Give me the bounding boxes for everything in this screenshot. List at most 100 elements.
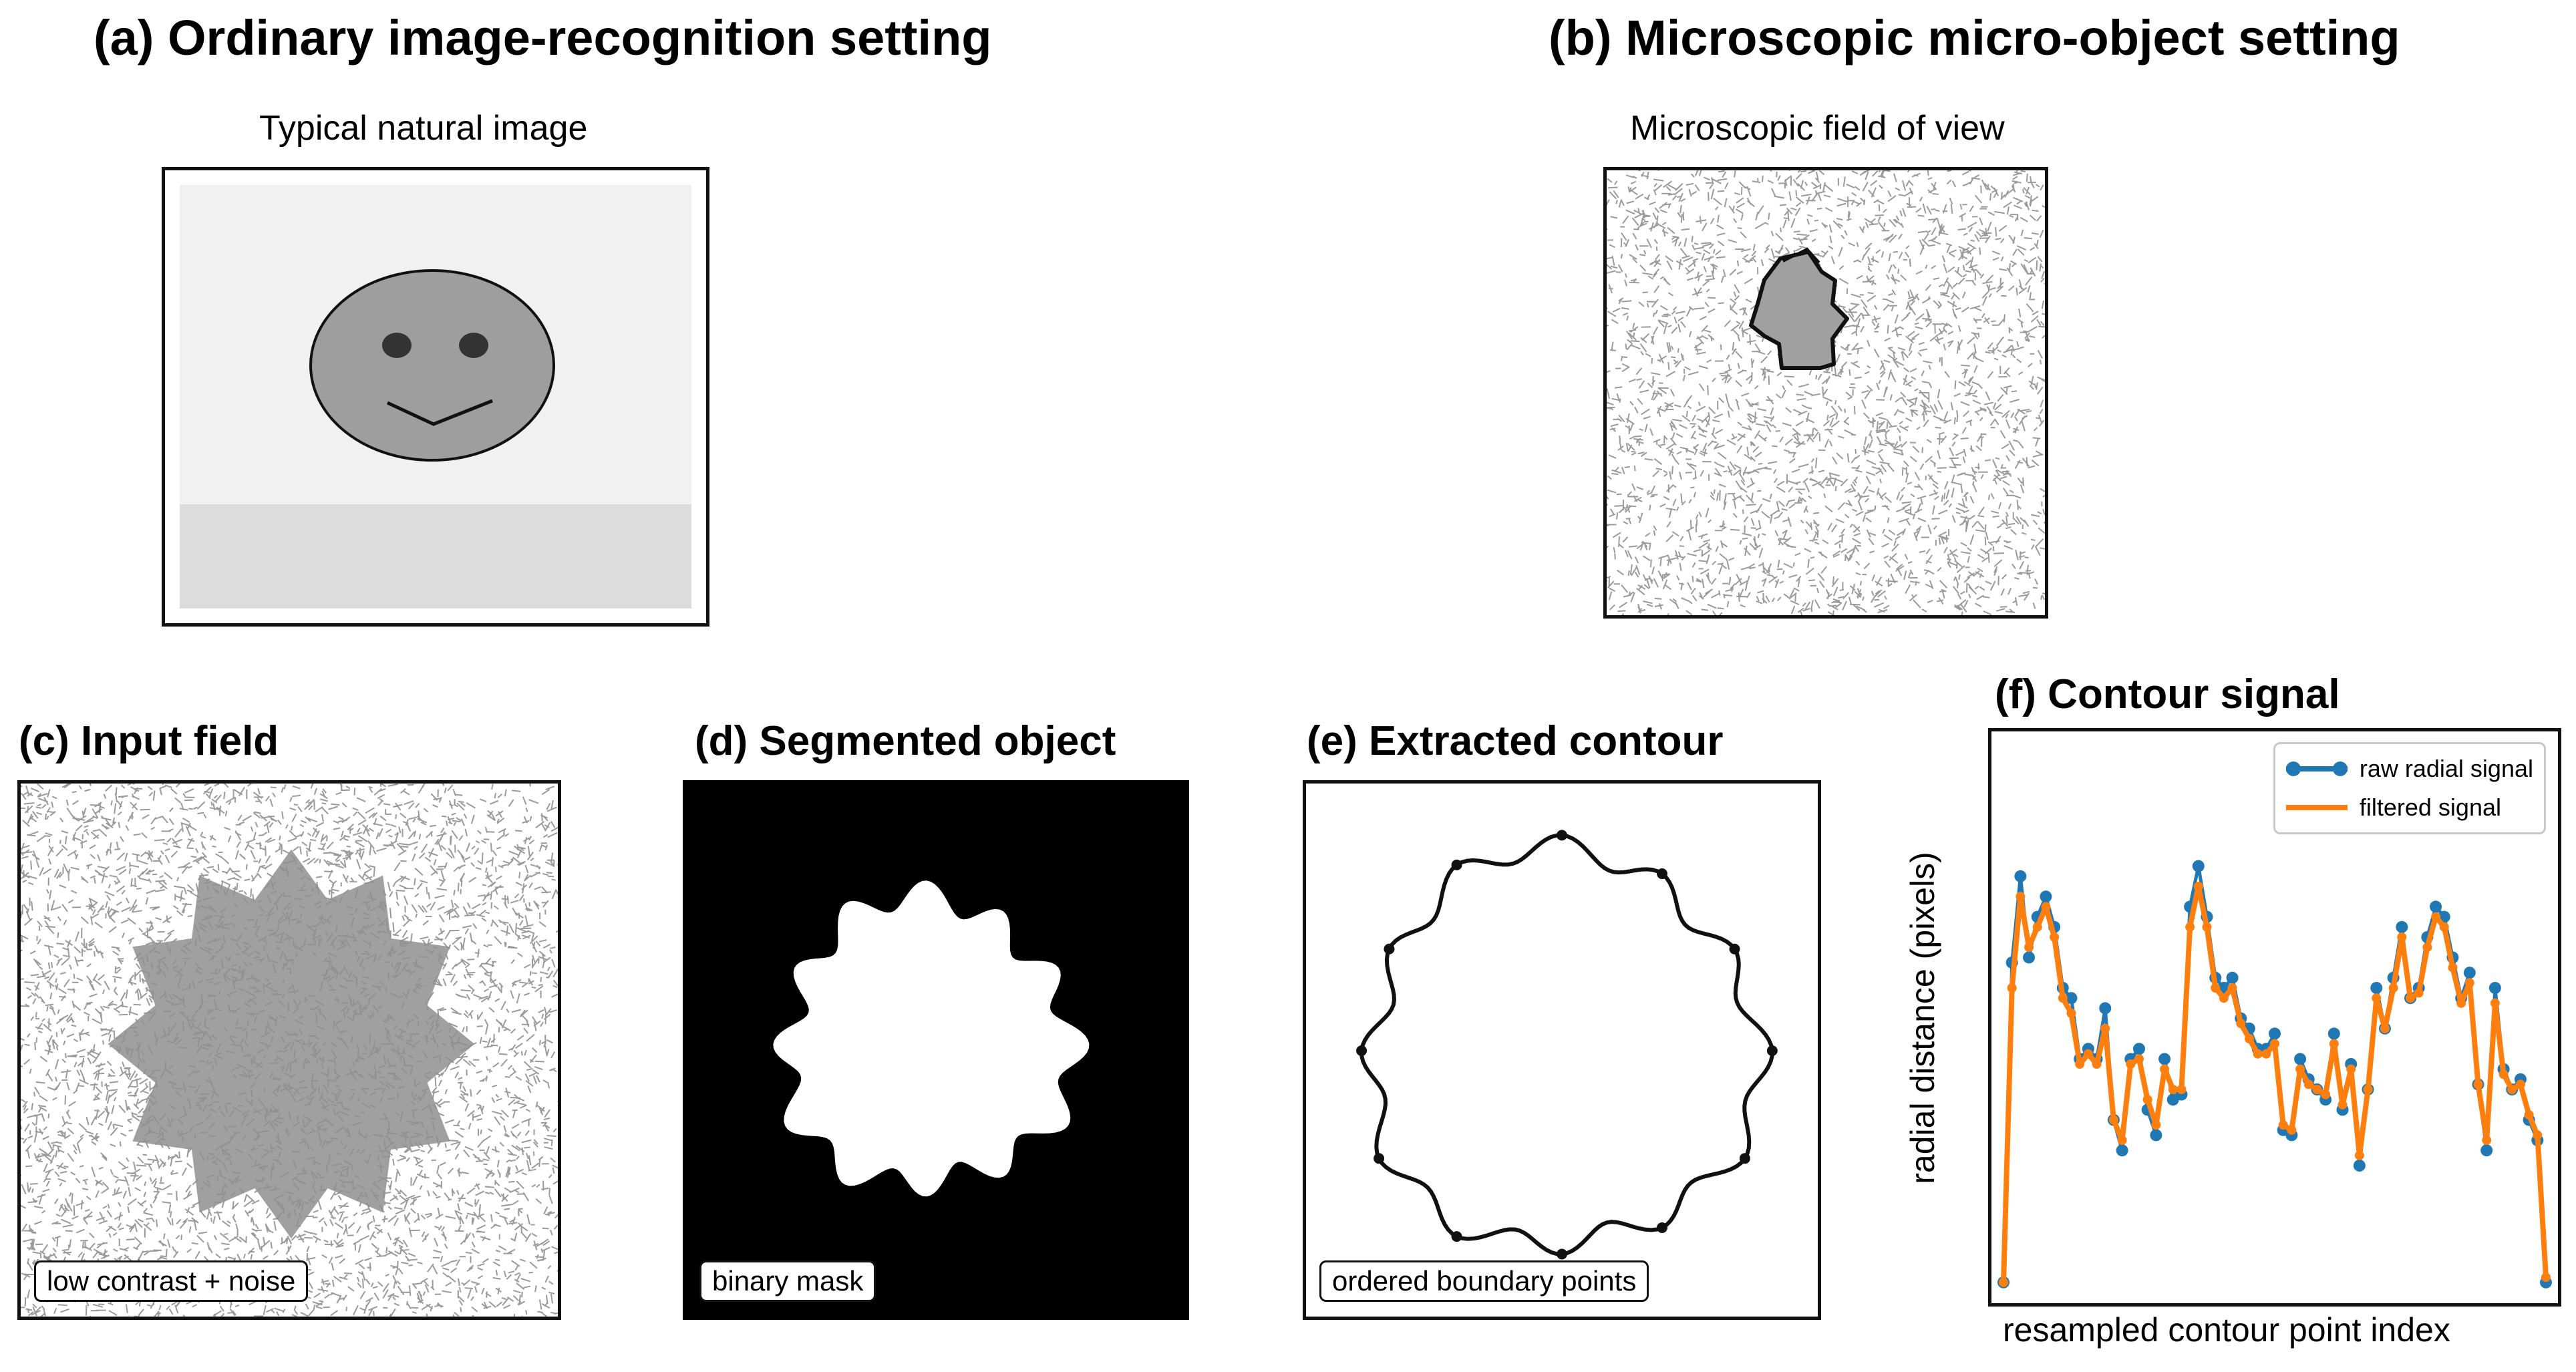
filtered-signal-point <box>2236 1019 2246 1029</box>
panel-e-tag: ordered boundary points <box>1319 1260 1649 1302</box>
micro-object <box>1749 250 1849 370</box>
natural-image-frame <box>162 167 709 627</box>
filtered-signal-point <box>2253 1049 2263 1059</box>
filtered-signal-point <box>2278 1120 2288 1130</box>
smiley-right-eye <box>459 333 488 358</box>
filtered-signal-point <box>2066 1009 2076 1018</box>
filtered-signal-point <box>2142 1095 2152 1105</box>
filtered-signal-point <box>2499 1069 2509 1079</box>
raw-signal-point <box>2023 951 2036 964</box>
contour-signal-chart <box>1997 860 2552 1289</box>
filtered-signal-point <box>2151 1120 2161 1130</box>
filtered-signal-point <box>2032 922 2042 932</box>
star-object <box>108 849 475 1239</box>
raw-signal-point <box>2150 1129 2162 1142</box>
noise-texture <box>1607 170 2045 615</box>
input-field-frame: low contrast + noise <box>17 780 561 1320</box>
raw-signal-point <box>2116 1144 2128 1157</box>
boundary-point <box>1451 1231 1462 1242</box>
segmented-object-frame: binary mask <box>683 780 1189 1320</box>
filtered-signal-point <box>2541 1272 2551 1282</box>
filtered-signal-point <box>2160 1064 2170 1074</box>
filtered-signal-point <box>2456 998 2466 1008</box>
mask-object <box>773 880 1090 1197</box>
panel-c-tag: low contrast + noise <box>34 1260 309 1302</box>
boundary-point <box>1656 868 1667 880</box>
filtered-signal-point <box>2100 1023 2110 1033</box>
filtered-signal-point <box>2354 1150 2364 1160</box>
filtered-signal-point <box>2126 1059 2136 1069</box>
filtered-signal-point <box>2193 882 2203 891</box>
filtered-signal-point <box>2473 1079 2483 1089</box>
filtered-signal-point <box>2406 993 2415 1003</box>
panel-a-title: (a) Ordinary image-recognition setting <box>94 10 992 65</box>
filtered-signal-point <box>2482 1136 2492 1145</box>
filtered-signal-point <box>2464 978 2474 988</box>
filtered-signal-point <box>2075 1059 2085 1069</box>
legend-filtered: filtered signal <box>2285 788 2533 827</box>
raw-signal-point <box>2099 1002 2112 1015</box>
filtered-signal-point <box>2177 1085 2187 1094</box>
boundary-point <box>1374 1153 1385 1164</box>
filtered-signal-point <box>2338 1099 2348 1109</box>
filtered-signal-point <box>2202 922 2212 932</box>
filtered-signal-point <box>2134 1054 2144 1064</box>
filtered-signal-point <box>2108 1115 2118 1125</box>
boundary-point <box>1739 1153 1750 1164</box>
filtered-signal-line <box>2001 884 2549 1282</box>
raw-signal-point <box>2430 900 2442 913</box>
panel-e-title: (e) Extracted contour <box>1307 718 1724 764</box>
raw-signal-point <box>2133 1043 2145 1055</box>
input-field <box>21 784 558 1317</box>
filtered-signal-point <box>2397 932 2407 942</box>
filtered-signal-point <box>2346 1064 2356 1074</box>
filtered-signal-point <box>2024 942 2034 953</box>
raw-signal-point <box>2463 967 2476 979</box>
contour-line <box>1359 833 1774 1256</box>
panel-b-subtitle: Microscopic field of view <box>1630 109 2005 148</box>
smiley-mouth <box>386 399 493 426</box>
microscopic-field <box>1607 170 2045 615</box>
filtered-signal-point <box>2050 932 2060 942</box>
legend-filtered-label: filtered signal <box>2359 794 2501 821</box>
panel-b-title: (b) Microscopic micro-object setting <box>1549 10 2400 65</box>
chart-ylabel: radial distance (pixels) <box>1904 852 1941 1184</box>
panel-f-title: (f) Contour signal <box>1995 671 2340 717</box>
boundary-point <box>1656 1222 1667 1233</box>
filtered-signal-point <box>2380 1023 2390 1033</box>
filtered-signal-point <box>2372 993 2382 1003</box>
filtered-signal-point <box>2058 993 2068 1003</box>
filtered-signal-point <box>2490 998 2500 1008</box>
chart-legend: raw radial signal filtered signal <box>2273 742 2546 834</box>
raw-signal-point <box>2065 992 2078 1005</box>
raw-signal-point <box>2370 982 2383 994</box>
filtered-signal-point <box>2041 902 2051 912</box>
natural-image <box>180 185 691 609</box>
smiley-left-eye <box>382 333 412 358</box>
filtered-signal-point <box>2515 1079 2525 1089</box>
raw-signal-point <box>2226 971 2239 984</box>
legend-raw: raw radial signal <box>2285 749 2533 788</box>
boundary-point <box>1356 1045 1367 1056</box>
filtered-signal-point <box>2507 1085 2517 1094</box>
filtered-signal-point <box>2016 892 2026 902</box>
raw-signal-point <box>2327 1027 2340 1040</box>
boundary-point <box>1384 943 1395 955</box>
filtered-signal-point <box>2287 1125 2297 1135</box>
legend-raw-label: raw radial signal <box>2359 755 2533 782</box>
filtered-signal-point <box>2321 1089 2331 1099</box>
boundary-point <box>1766 1045 1778 1056</box>
panel-d-title: (d) Segmented object <box>695 718 1116 764</box>
filtered-signal-point <box>2448 963 2458 973</box>
filtered-signal-point <box>2363 1085 2373 1094</box>
boundary-point <box>1729 943 1740 955</box>
filtered-signal-point <box>2312 1085 2322 1094</box>
filtered-signal-point <box>2117 1136 2127 1145</box>
filtered-signal-point <box>2261 1049 2271 1059</box>
filtered-signal-point <box>2414 988 2424 998</box>
contour-signal-plot: raw radial signal filtered signal <box>1988 728 2561 1307</box>
boundary-point <box>1557 1248 1567 1260</box>
filtered-signal-point <box>1999 1277 2008 1287</box>
filtered-signal-point <box>2227 983 2237 993</box>
raw-signal-point <box>2192 860 2205 872</box>
